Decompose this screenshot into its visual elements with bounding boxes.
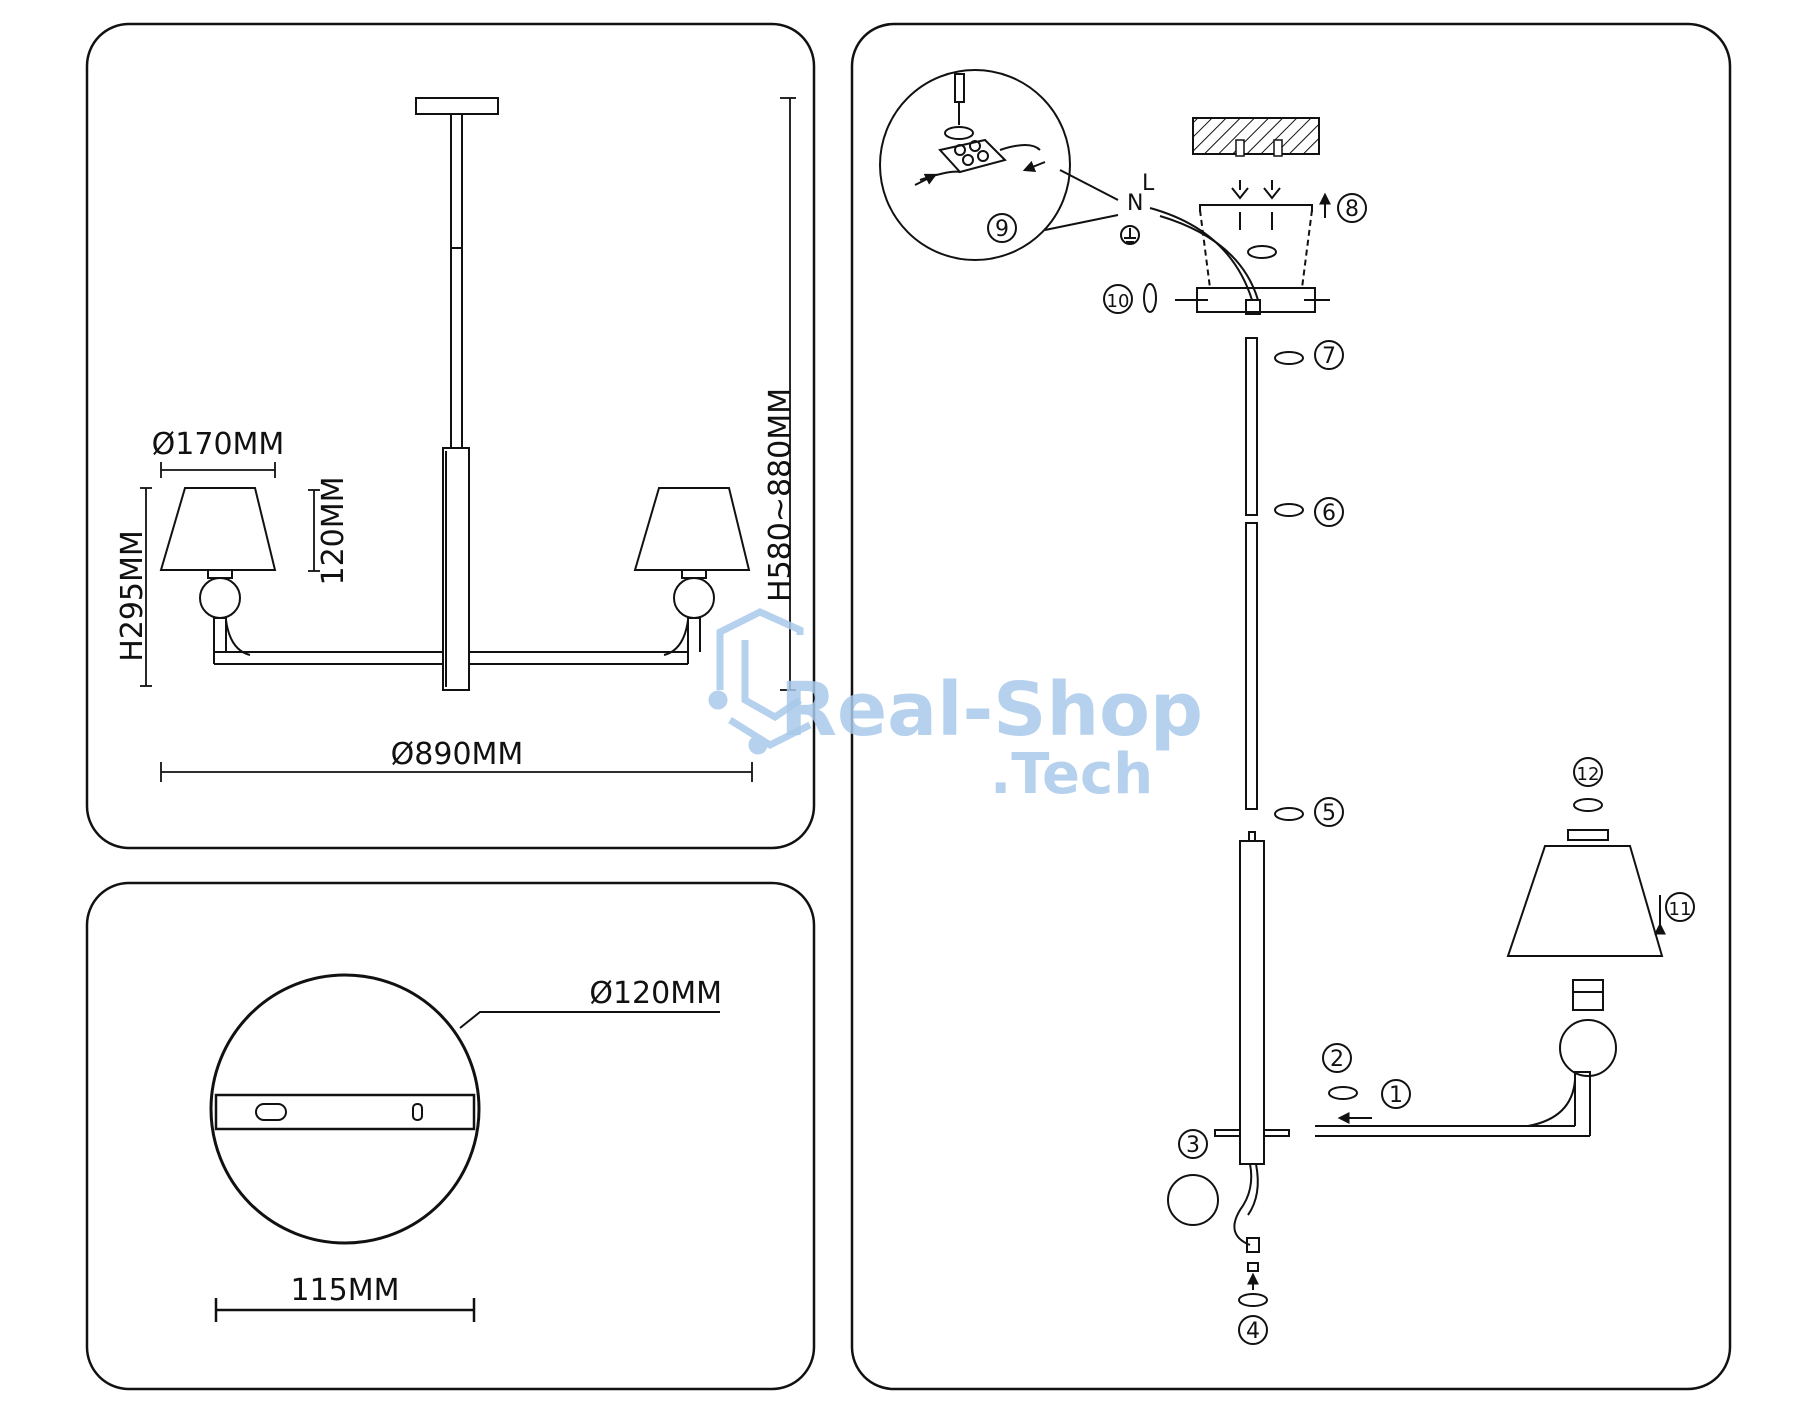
step-markers xyxy=(987,193,1695,1345)
terminal-block-detail xyxy=(879,69,1119,261)
assembly-panel xyxy=(850,22,1732,1391)
step-4-marker xyxy=(1238,1315,1268,1345)
canopy-diameter-label: Ø120MM xyxy=(589,976,722,1011)
wire-neutral-label: N xyxy=(1127,191,1143,216)
dimension-lines xyxy=(140,97,796,782)
step-6-marker xyxy=(1314,497,1344,527)
svg-text:9: 9 xyxy=(995,217,1009,242)
canopy-plate-view xyxy=(209,973,720,1322)
svg-text:7: 7 xyxy=(1322,344,1336,369)
watermark-subtext: .Tech xyxy=(990,742,1153,807)
canopy-panel xyxy=(85,881,816,1391)
svg-text:5: 5 xyxy=(1322,801,1336,826)
svg-text:8: 8 xyxy=(1345,197,1359,222)
rotation-indicators xyxy=(944,126,1666,1307)
watermark: Real-Shop .Tech xyxy=(708,608,1203,807)
step-8-marker xyxy=(1337,193,1367,223)
svg-text:10: 10 xyxy=(1107,291,1130,312)
svg-text:3: 3 xyxy=(1186,1133,1200,1158)
dimensions-panel xyxy=(85,22,816,850)
arm-lamp-assembly xyxy=(1214,829,1664,1137)
overall-width-label: Ø890MM xyxy=(391,737,524,772)
step-7-marker xyxy=(1314,340,1344,370)
plate-width-label: 115MM xyxy=(290,1273,399,1308)
watermark-logo-icon xyxy=(708,608,812,755)
step-2-marker xyxy=(1322,1043,1352,1073)
shade-height-label: 120MM xyxy=(316,476,351,585)
step-5-marker xyxy=(1314,797,1344,827)
svg-text:4: 4 xyxy=(1246,1319,1260,1344)
step-11-marker xyxy=(1665,892,1695,922)
svg-text:1: 1 xyxy=(1389,1083,1403,1108)
svg-text:12: 12 xyxy=(1577,764,1600,785)
step-12-marker xyxy=(1573,757,1603,787)
overall-height-label: H580~880MM xyxy=(763,388,798,602)
step-10-marker xyxy=(1103,284,1133,314)
arm-height-label: H295MM xyxy=(115,530,150,662)
svg-text:2: 2 xyxy=(1330,1047,1344,1072)
wire-live-label: L xyxy=(1142,171,1155,196)
step-1-marker xyxy=(1381,1079,1411,1109)
ceiling-hatch xyxy=(1192,117,1320,157)
extension-rods xyxy=(1239,337,1265,1165)
step-9-marker xyxy=(987,213,1017,243)
ground-icon xyxy=(1120,225,1140,245)
chandelier-front-view xyxy=(159,97,751,691)
watermark-text: Real-Shop xyxy=(780,667,1203,753)
wire-connector-detail xyxy=(1167,1163,1260,1290)
svg-text:6: 6 xyxy=(1322,501,1336,526)
step-numbers: 1 2 3 4 5 6 7 8 9 10 11 12 xyxy=(995,197,1691,1344)
shade-diameter-label: Ø170MM xyxy=(152,427,285,462)
svg-text:11: 11 xyxy=(1669,899,1692,920)
step-3-marker xyxy=(1178,1129,1208,1159)
canopy-exploded xyxy=(1149,180,1331,315)
